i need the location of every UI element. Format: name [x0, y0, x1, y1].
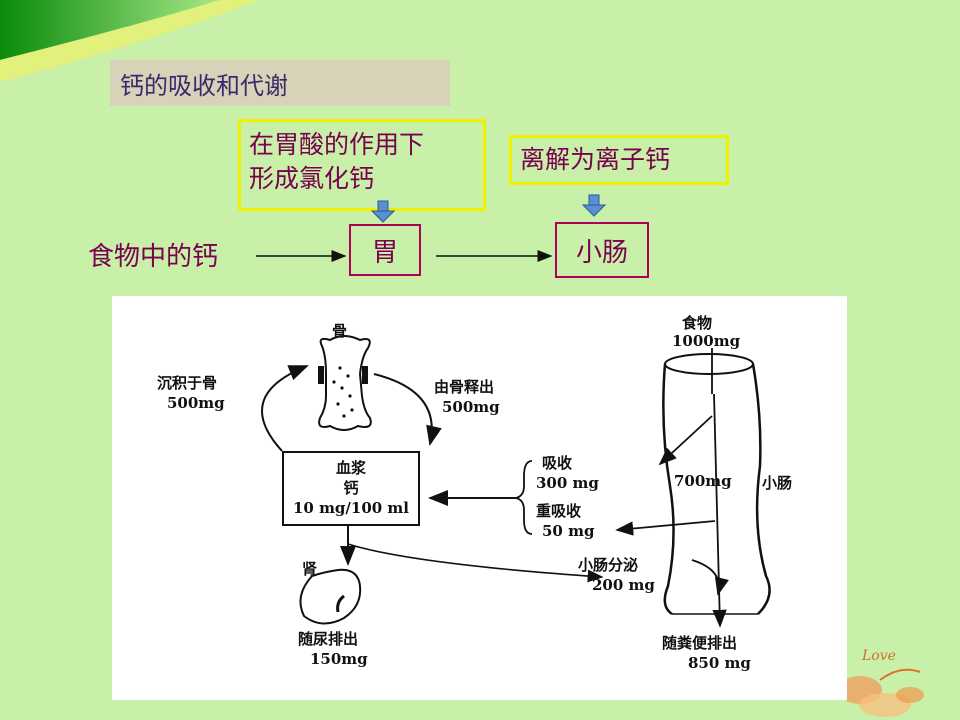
feces-value: 850 mg	[688, 654, 751, 672]
secrete-label: 小肠分泌	[578, 556, 639, 574]
arrow-secretion-curve	[691, 559, 729, 596]
plasma-title: 血浆	[335, 459, 366, 477]
note-intestine: 离解为离子钙	[509, 135, 729, 185]
plasma-concentration: 10 mg/100 ml	[292, 499, 410, 517]
plasma-calcium: 钙	[343, 479, 359, 497]
note-intestine-text: 离解为离子钙	[520, 145, 671, 174]
note-stomach-line1: 在胃酸的作用下	[249, 130, 425, 159]
stomach-label: 胃	[371, 237, 398, 268]
arrow-deposit	[261, 365, 309, 452]
absorption-bracket	[515, 460, 533, 535]
urine-value: 150mg	[310, 650, 368, 668]
blue-down-arrow-stomach	[370, 200, 396, 223]
arrow-absorb	[658, 415, 713, 466]
small-intestine-box: 小肠	[555, 222, 649, 278]
release-value: 500mg	[442, 398, 500, 416]
arrow-reabsorb	[615, 520, 716, 536]
feces-label: 随粪便排出	[662, 634, 738, 652]
absorb-label: 吸收	[542, 454, 573, 472]
yellow-swoosh	[0, 0, 260, 82]
blue-down-arrow-intestine	[581, 194, 607, 217]
secrete-value: 200 mg	[592, 576, 655, 594]
bone-icon	[318, 335, 372, 431]
bone-label: 骨	[332, 322, 348, 340]
slide-title: 钙的吸收和代谢	[110, 60, 450, 106]
intestine-label: 小肠	[762, 474, 793, 492]
stomach-box: 胃	[349, 224, 421, 276]
love-text: Love	[862, 648, 896, 664]
plasma-box: 血浆 钙 10 mg/100 ml	[282, 451, 420, 526]
note-stomach: 在胃酸的作用下 形成氯化钙	[238, 119, 486, 211]
absorb-value: 300 mg	[536, 474, 599, 492]
food-value: 1000mg	[672, 332, 741, 350]
kidney-label: 肾	[302, 560, 318, 578]
reabsorb-value: 50 mg	[542, 522, 595, 540]
metabolism-diagram: 骨 沉积于骨 500mg 由骨释出 500mg 血浆 钙 10 mg/100 m…	[112, 296, 847, 700]
arrow-plasma-to-intestine-secretion	[347, 543, 604, 583]
intestine-icon	[662, 353, 771, 616]
reabsorb-label: 重吸收	[536, 502, 582, 520]
arrow-release	[373, 373, 442, 446]
note-stomach-line2: 形成氯化钙	[249, 164, 375, 193]
butterfly-icon	[838, 668, 924, 717]
urine-label: 随尿排出	[298, 630, 359, 648]
deposit-value: 500mg	[167, 394, 225, 412]
green-swoosh	[0, 0, 220, 60]
diagram-drawing	[261, 335, 771, 628]
kidney-icon	[299, 568, 362, 625]
small-intestine-label: 小肠	[575, 237, 628, 268]
slide-title-text: 钙的吸收和代谢	[120, 71, 288, 100]
release-label: 由骨释出	[434, 378, 495, 396]
deposit-label: 沉积于骨	[157, 374, 218, 392]
food-calcium-label: 食物中的钙	[88, 242, 219, 272]
intestine-value: 700mg	[674, 472, 732, 490]
food-label: 食物	[682, 314, 713, 332]
